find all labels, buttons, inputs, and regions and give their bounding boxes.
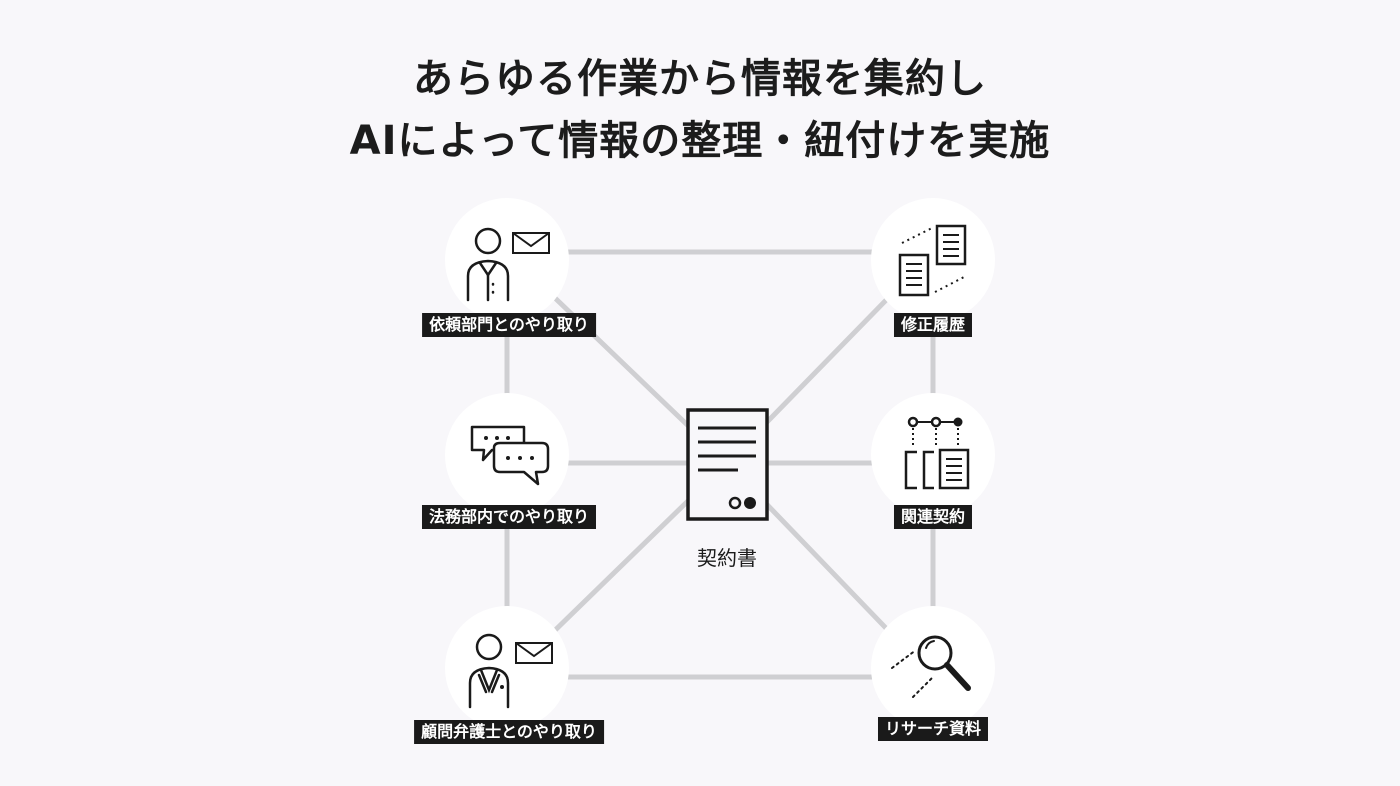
linked-documents-icon xyxy=(904,416,970,490)
node-related-label: 関連契約 xyxy=(893,505,973,529)
title-line-2: AIによって情報の整理・紐付けを実施 xyxy=(349,118,1051,164)
center-backdrop xyxy=(689,400,767,518)
node-counsel-circle xyxy=(445,606,569,730)
node-request-label: 依頼部門とのやり取り xyxy=(422,313,596,337)
revision-documents-icon xyxy=(898,224,967,297)
contract-document-icon xyxy=(686,408,769,521)
lawyer-with-mail-icon xyxy=(468,633,553,709)
node-research-label: リサーチ資料 xyxy=(877,717,989,741)
person-with-mail-icon xyxy=(466,227,550,302)
node-revision-circle xyxy=(871,198,995,322)
page-title: あらゆる作業から情報を集約し AIによって情報の整理・紐付けを実施 xyxy=(0,48,1400,172)
node-revision-label: 修正履歴 xyxy=(893,313,973,337)
chat-bubbles-icon xyxy=(470,425,550,486)
node-request-circle xyxy=(445,198,569,322)
node-counsel-label: 顧問弁護士とのやり取り xyxy=(414,720,604,744)
node-related-circle xyxy=(871,393,995,517)
magnifier-icon xyxy=(891,635,971,698)
center-document-label: 契約書 xyxy=(697,546,757,570)
title-line-1: あらゆる作業から情報を集約し xyxy=(413,56,987,102)
node-legal-label: 法務部内でのやり取り xyxy=(421,505,597,529)
